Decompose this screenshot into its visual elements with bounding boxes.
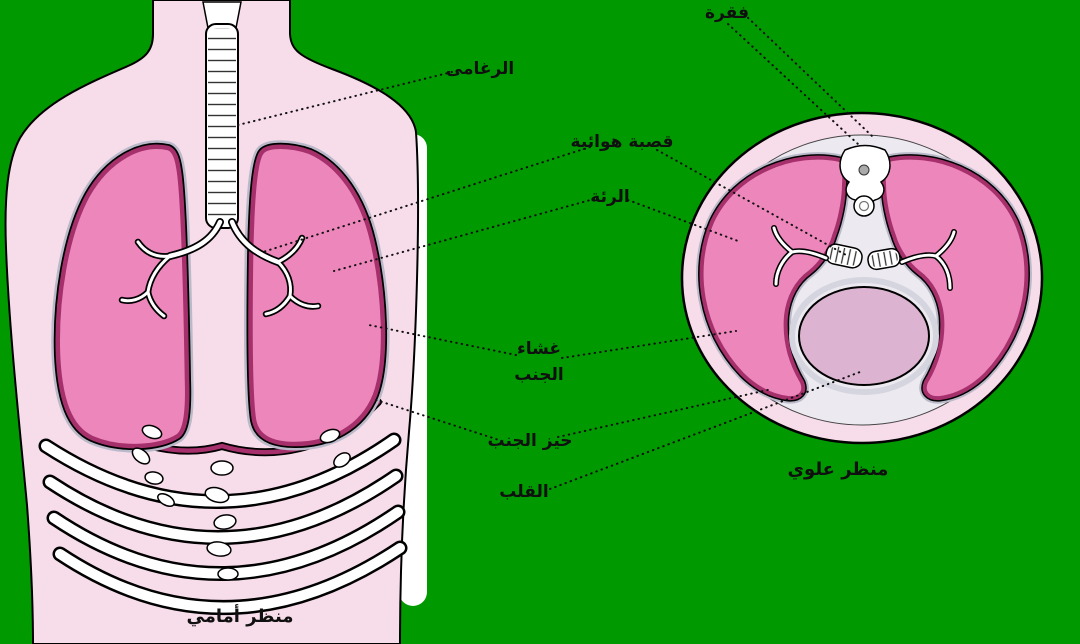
label-vertebra: فقرة bbox=[705, 3, 749, 23]
left-lung-anterior bbox=[243, 140, 390, 451]
leader-trachea bbox=[233, 71, 453, 127]
bronchi-cross-sections bbox=[771, 225, 957, 291]
right-lung-anterior bbox=[51, 140, 194, 453]
leader-bronchus-left bbox=[262, 146, 591, 253]
label-bronchus: قصبة هوائية bbox=[570, 132, 674, 152]
trachea-shape bbox=[205, 23, 239, 229]
leader-pleural-space-right bbox=[557, 388, 773, 438]
label-lung: الرئة bbox=[590, 187, 630, 207]
right-lung-cross-section bbox=[878, 152, 1032, 404]
leader-pleura-right bbox=[561, 330, 737, 359]
label-heart: القلب bbox=[499, 482, 549, 502]
caption-superior-view: منظر علوي bbox=[787, 459, 889, 480]
costal-cartilage bbox=[131, 424, 351, 581]
anterior-view-figure bbox=[4, 0, 427, 644]
label-pleura-line1: غشاء bbox=[517, 339, 561, 359]
bronchial-tree-anterior bbox=[118, 218, 322, 320]
label-pleura-line2: الجنب bbox=[514, 365, 564, 385]
leader-vertebra-a bbox=[727, 23, 859, 145]
caption-anterior-view: منظر أمامي bbox=[186, 606, 294, 627]
label-pleura: غشاء الجنب bbox=[514, 336, 563, 388]
vertebra-shape bbox=[839, 144, 891, 217]
superior-view-figure bbox=[680, 111, 1044, 445]
leader-heart bbox=[549, 371, 861, 490]
label-trachea: الرغامى bbox=[445, 59, 515, 79]
leader-lung-left bbox=[333, 198, 595, 272]
left-lung-cross-section bbox=[696, 152, 850, 404]
label-pleural-space: حيز الجنب bbox=[487, 431, 573, 451]
leader-pleural-space-left bbox=[372, 398, 503, 442]
heart-shape bbox=[789, 277, 939, 395]
leader-vertebra-b bbox=[743, 13, 873, 137]
leader-lines bbox=[233, 13, 873, 490]
